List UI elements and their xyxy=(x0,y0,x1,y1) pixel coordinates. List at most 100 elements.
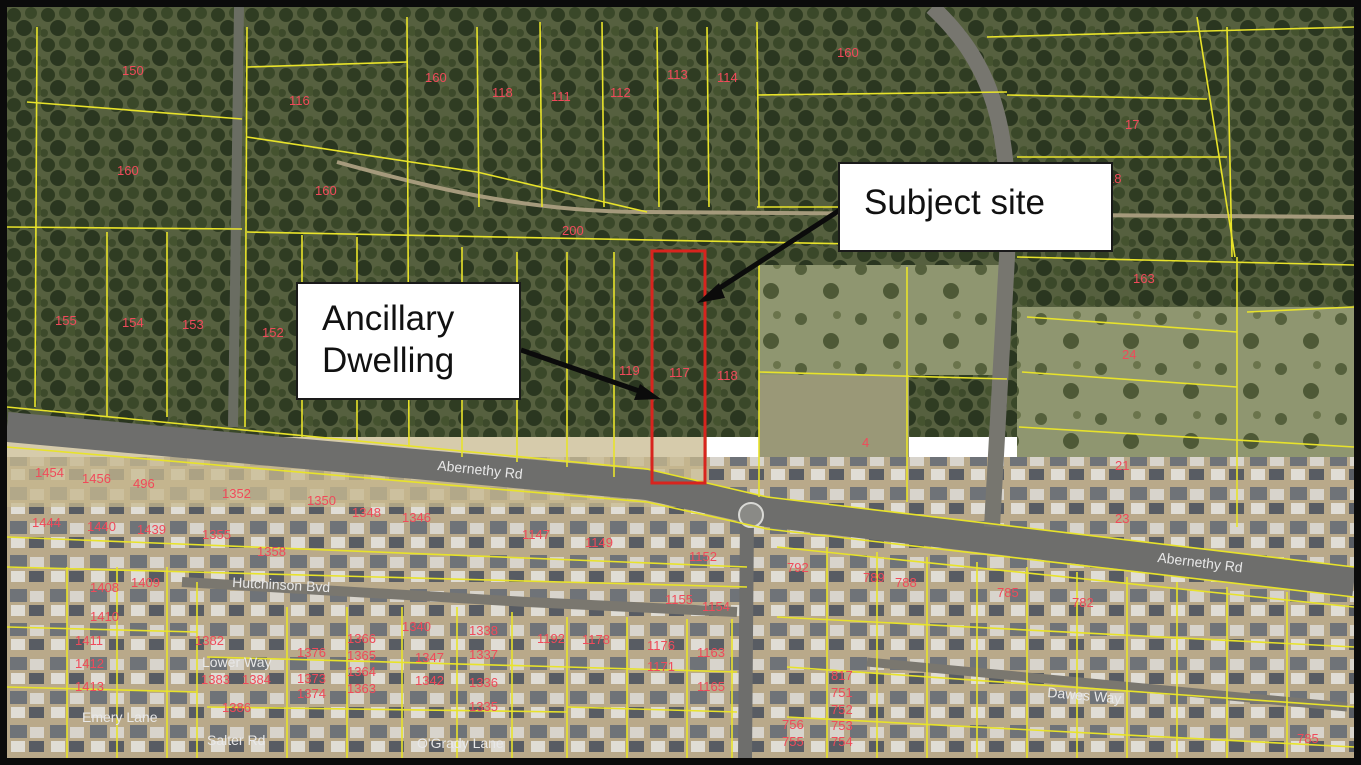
lot-number: 116 xyxy=(289,93,310,108)
lot-number: 153 xyxy=(182,317,204,332)
lot-number: 160 xyxy=(425,70,447,85)
ancillary-label-line2: Dwelling xyxy=(322,341,455,380)
subject-site-arrow xyxy=(713,207,842,294)
lot-number: 114 xyxy=(717,70,738,85)
aerial-map: Abernethy Rd Abernethy Rd Hutchinson Bvd… xyxy=(7,7,1354,758)
lot-number: 1409 xyxy=(131,575,160,590)
lot-number: 200 xyxy=(562,223,584,238)
lot-number: 1335 xyxy=(469,699,498,714)
lot-number: 1348 xyxy=(352,505,381,520)
lot-number: 1456 xyxy=(82,471,111,486)
lot-number: 1382 xyxy=(195,633,224,648)
lot-number: 150 xyxy=(122,63,144,78)
lot-number: 160 xyxy=(315,183,337,198)
lot-number: 24 xyxy=(1122,347,1136,362)
lot-number: 817 xyxy=(831,668,853,683)
road-label-salter: Salter Rd xyxy=(207,732,265,748)
lot-number: 1373 xyxy=(297,671,326,686)
lot-number: 1376 xyxy=(297,645,326,660)
lot-number: 112 xyxy=(610,85,631,100)
lot-number: 1366 xyxy=(347,631,376,646)
lot-number: 4 xyxy=(862,435,869,450)
roundabout xyxy=(738,502,764,528)
road-label-ogrady: O'Grady Lane xyxy=(417,735,504,751)
track xyxy=(336,160,1354,219)
lot-number: 792 xyxy=(787,560,809,575)
lot-number: 1346 xyxy=(402,510,431,525)
lot-number: 1440 xyxy=(87,519,116,534)
lot-number: 496 xyxy=(133,476,155,491)
lot-number: 1149 xyxy=(585,535,613,550)
lot-number: 1192 xyxy=(537,631,565,646)
lot-number: 1171 xyxy=(647,659,675,674)
lot-number: 160 xyxy=(117,163,139,178)
lot-number: 1178 xyxy=(582,632,610,647)
lot-number: 1338 xyxy=(469,623,498,638)
subject-site-label: Subject site xyxy=(864,183,1045,222)
lot-number: 1363 xyxy=(347,681,376,696)
lot-number: 1165 xyxy=(697,679,725,694)
dawes-road xyxy=(866,657,1348,712)
lot-number: 1350 xyxy=(307,493,336,508)
west-road xyxy=(228,7,244,428)
lot-number: 154 xyxy=(122,315,144,330)
lot-number: 1408 xyxy=(90,580,119,595)
lot-number: 1152 xyxy=(689,549,717,564)
lot-number: 17 xyxy=(1125,117,1139,132)
hutchinson-road xyxy=(181,577,738,617)
lot-number: 1342 xyxy=(415,673,444,688)
lot-number: 1383 xyxy=(201,672,230,687)
lot-number: 754 xyxy=(831,734,853,749)
lot-number: 1454 xyxy=(35,465,64,480)
lot-number: 1337 xyxy=(469,647,498,662)
lot-number: 752 xyxy=(831,702,853,717)
lot-number: 1147 xyxy=(522,527,550,542)
subject-site-callout: Subject site xyxy=(838,162,1113,252)
callout-arrows xyxy=(520,207,842,400)
cross-road xyxy=(738,516,754,758)
lot-number: 1347 xyxy=(415,650,444,665)
lot-number: 756 xyxy=(782,717,804,732)
ancillary-dwelling-arrowhead xyxy=(634,384,661,400)
lot-number: 23 xyxy=(1115,511,1129,526)
lot-number: 160 xyxy=(837,45,859,60)
lot-number: 119 xyxy=(619,363,640,378)
lot-number: 1358 xyxy=(257,544,286,559)
road-label-emery: Emery Lane xyxy=(82,709,158,725)
ancillary-dwelling-callout: Ancillary Dwelling xyxy=(296,282,521,400)
lot-number: 1336 xyxy=(469,675,498,690)
lot-number: 118 xyxy=(492,85,513,100)
lot-number: 1386 xyxy=(222,700,251,715)
lot-number: 789 xyxy=(863,570,885,585)
lot-number: 1155 xyxy=(665,592,693,607)
road-label-dawes: Dawes Way xyxy=(1047,684,1122,706)
lot-number: 152 xyxy=(262,325,284,340)
lot-number: 1439 xyxy=(137,522,166,537)
lot-number: 1384 xyxy=(242,672,271,687)
road-label-hutchinson: Hutchinson Bvd xyxy=(232,574,331,595)
lot-number: 1412 xyxy=(75,656,104,671)
lot-number: 1355 xyxy=(202,527,231,542)
subject-site-boundary xyxy=(650,249,707,485)
lot-number: 118 xyxy=(717,368,738,383)
lot-number: 1163 xyxy=(697,645,725,660)
lot-number: 1374 xyxy=(297,686,326,701)
road-label-lower-way: Lower Way xyxy=(202,654,272,670)
lot-number: 1340 xyxy=(402,619,431,634)
lot-number: 755 xyxy=(782,734,804,749)
lot-number: 113 xyxy=(667,67,688,82)
lot-number: 155 xyxy=(55,313,77,328)
lot-number: 21 xyxy=(1115,458,1129,473)
lot-number: 1410 xyxy=(90,609,119,624)
lot-number: 1444 xyxy=(32,515,61,530)
lot-number: 1176 xyxy=(647,638,675,653)
lot-number: 788 xyxy=(895,575,917,590)
lot-number: 751 xyxy=(831,685,853,700)
ancillary-label-line1: Ancillary xyxy=(322,299,455,338)
lot-number: 785 xyxy=(997,585,1019,600)
lot-number: 1411 xyxy=(75,633,103,648)
subject-site-arrowhead xyxy=(697,283,725,303)
lot-number: 1365 xyxy=(347,648,376,663)
ancillary-dwelling-arrow xyxy=(520,347,643,395)
